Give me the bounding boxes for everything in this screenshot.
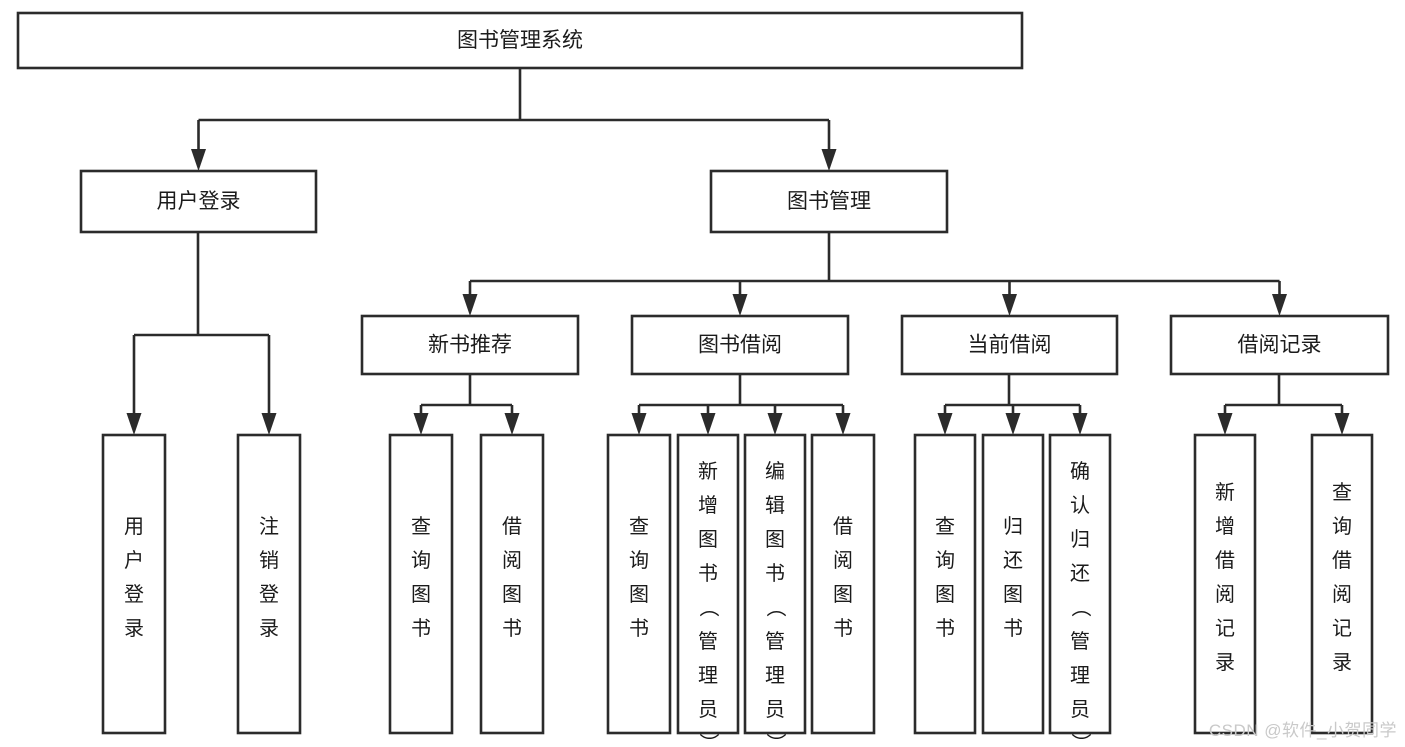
node-box — [16, 11, 1024, 70]
node-label: 借阅图书 — [833, 515, 853, 640]
arrow-head-icon — [631, 413, 647, 435]
node-box — [479, 433, 545, 735]
connector-group-新书推荐 — [413, 374, 520, 435]
arrow-head-icon — [504, 413, 520, 435]
node-box — [630, 314, 850, 376]
arrow-head-icon — [767, 413, 783, 435]
arrow-head-icon — [1217, 413, 1233, 435]
arrow-head-icon — [191, 149, 206, 171]
node-查询图书-of-当前借阅[interactable]: 查询图书 — [913, 433, 977, 735]
connector-group-当前借阅 — [937, 374, 1088, 435]
arrow-head-icon — [1072, 413, 1088, 435]
node-box — [676, 433, 740, 735]
connector-layer — [126, 68, 1350, 435]
node-box — [1310, 433, 1374, 735]
connector-group-图书管理系统 — [191, 68, 837, 171]
node-查询图书-of-图书借阅[interactable]: 查询图书 — [606, 433, 672, 735]
node-label: 查询借阅记录 — [1332, 481, 1352, 674]
connector-group-用户登录 — [126, 232, 277, 435]
node-label: 确认归还（管理员） — [1070, 460, 1091, 747]
node-label: 用户登录 — [124, 516, 144, 640]
node-box — [810, 433, 876, 735]
connector-group-借阅记录 — [1217, 374, 1350, 435]
node-label: 查询图书 — [629, 515, 649, 640]
node-box — [913, 433, 977, 735]
node-label: 新增图书（管理员） — [698, 460, 719, 747]
node-label: 借阅图书 — [502, 515, 522, 640]
node-注销登录-of-用户登录[interactable]: 注销登录 — [236, 433, 302, 735]
arrow-head-icon — [937, 413, 953, 435]
arrow-head-icon — [1272, 294, 1287, 316]
node-借阅图书-of-图书借阅[interactable]: 借阅图书 — [810, 433, 876, 735]
node-编辑图书管理员-of-图书借阅[interactable]: 编辑图书（管理员） — [743, 433, 807, 747]
arrow-head-icon — [821, 149, 837, 171]
watermark-text: CSDN @软件_小贺同学 — [1208, 721, 1397, 740]
arrow-head-icon — [1334, 413, 1350, 435]
node-归还图书-of-当前借阅[interactable]: 归还图书 — [981, 433, 1045, 735]
arrow-head-icon — [126, 413, 142, 435]
arrow-head-icon — [732, 294, 748, 316]
node-layer: 图书管理系统用户登录图书管理新书推荐图书借阅当前借阅借阅记录用户登录注销登录查询… — [16, 11, 1390, 747]
node-label: 查询图书 — [935, 515, 955, 640]
node-用户登录-of-用户登录[interactable]: 用户登录 — [101, 433, 167, 735]
node-label: 查询图书 — [411, 515, 431, 640]
arrow-head-icon — [1005, 413, 1021, 435]
node-box — [1193, 433, 1257, 735]
node-box — [388, 433, 454, 735]
node-label: 借阅记录 — [1238, 334, 1322, 357]
node-label: 当前借阅 — [968, 334, 1052, 357]
node-label: 图书借阅 — [698, 334, 782, 357]
node-当前借阅[interactable]: 当前借阅 — [900, 314, 1119, 376]
node-label: 图书管理系统 — [457, 29, 583, 52]
arrow-head-icon — [835, 413, 851, 435]
arrow-head-icon — [462, 294, 478, 316]
node-新书推荐[interactable]: 新书推荐 — [360, 314, 580, 376]
node-确认归还管理员-of-当前借阅[interactable]: 确认归还（管理员） — [1048, 433, 1112, 747]
node-label: 注销登录 — [259, 515, 279, 640]
arrow-head-icon — [413, 413, 429, 435]
node-box — [900, 314, 1119, 376]
node-box — [743, 433, 807, 735]
node-借阅记录[interactable]: 借阅记录 — [1169, 314, 1390, 376]
connector-group-图书管理 — [462, 232, 1287, 316]
arrow-head-icon — [1002, 294, 1017, 316]
node-box — [981, 433, 1045, 735]
node-图书管理系统[interactable]: 图书管理系统 — [16, 11, 1024, 70]
node-借阅图书-of-新书推荐[interactable]: 借阅图书 — [479, 433, 545, 735]
node-box — [1169, 314, 1390, 376]
node-box — [360, 314, 580, 376]
node-用户登录[interactable]: 用户登录 — [79, 169, 318, 234]
node-label: 新增借阅记录 — [1215, 481, 1235, 674]
node-label: 图书管理 — [787, 190, 871, 213]
node-label: 编辑图书（管理员） — [765, 460, 786, 747]
node-box — [101, 433, 167, 735]
node-box — [606, 433, 672, 735]
node-label: 用户登录 — [157, 190, 241, 213]
node-box — [1048, 433, 1112, 735]
node-box — [79, 169, 318, 234]
node-box — [236, 433, 302, 735]
node-图书管理[interactable]: 图书管理 — [709, 169, 949, 234]
arrow-head-icon — [261, 413, 277, 435]
arrow-head-icon — [700, 413, 716, 435]
node-box — [709, 169, 949, 234]
node-查询图书-of-新书推荐[interactable]: 查询图书 — [388, 433, 454, 735]
node-新增图书管理员-of-图书借阅[interactable]: 新增图书（管理员） — [676, 433, 740, 747]
node-label: 新书推荐 — [428, 334, 512, 357]
connector-group-图书借阅 — [631, 374, 851, 435]
node-新增借阅记录-of-借阅记录[interactable]: 新增借阅记录 — [1193, 433, 1257, 735]
node-查询借阅记录-of-借阅记录[interactable]: 查询借阅记录 — [1310, 433, 1374, 735]
node-label: 归还图书 — [1003, 515, 1023, 640]
node-图书借阅[interactable]: 图书借阅 — [630, 314, 850, 376]
